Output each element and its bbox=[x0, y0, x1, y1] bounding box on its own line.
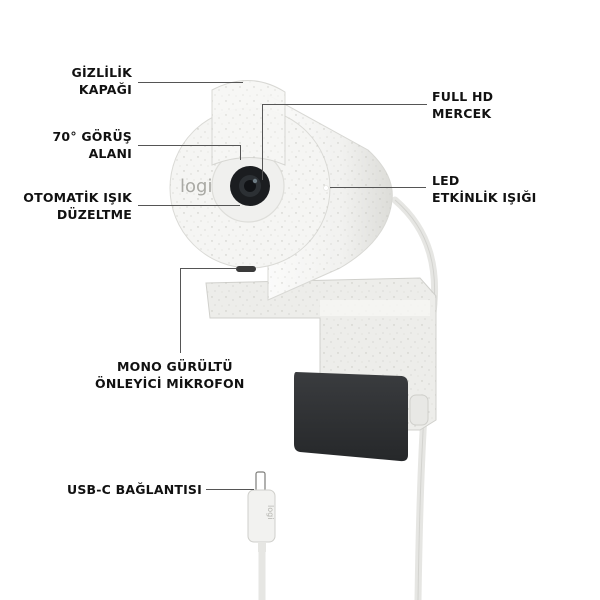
label-line: FULL HD bbox=[432, 89, 494, 104]
label-line: OTOMATİK IŞIK bbox=[23, 190, 132, 205]
leader-fov bbox=[138, 145, 240, 146]
label-fov: 70° GÖRÜŞ ALANI bbox=[53, 128, 132, 162]
leader-led bbox=[330, 187, 426, 188]
leader-privacy bbox=[138, 82, 243, 83]
connector-logo: logi bbox=[266, 505, 275, 519]
leader-lens-v bbox=[262, 104, 263, 180]
mic-slot bbox=[236, 266, 256, 272]
leader-mic-v bbox=[180, 268, 181, 353]
label-line: ALANI bbox=[88, 146, 132, 161]
label-line: ETKİNLİK IŞIĞI bbox=[432, 190, 537, 205]
label-mic: MONO GÜRÜLTÜ ÖNLEYİCİ MİKROFON bbox=[95, 358, 245, 392]
leader-mic bbox=[180, 268, 236, 269]
label-line: DÜZELTME bbox=[56, 207, 132, 222]
led bbox=[323, 185, 329, 191]
label-auto-light: OTOMATİK IŞIK DÜZELTME bbox=[23, 189, 132, 223]
label-lens: FULL HD MERCEK bbox=[432, 88, 493, 122]
usb-c-connector bbox=[247, 471, 276, 600]
leader-usb bbox=[206, 489, 254, 490]
clip-pad bbox=[294, 372, 408, 462]
label-line: KAPAĞI bbox=[78, 82, 132, 97]
label-usb: USB-C BAĞLANTISI bbox=[67, 481, 202, 498]
label-privacy-cover: GİZLİLİK KAPAĞI bbox=[72, 64, 133, 98]
label-line: ÖNLEYİCİ MİKROFON bbox=[95, 376, 245, 391]
label-line: MONO GÜRÜLTÜ bbox=[117, 359, 233, 374]
leader-lens bbox=[262, 104, 427, 105]
leader-autolight bbox=[138, 205, 240, 206]
label-led: LED ETKİNLİK IŞIĞI bbox=[432, 172, 537, 206]
label-line: LED bbox=[432, 173, 460, 188]
label-line: 70° GÖRÜŞ bbox=[52, 129, 132, 144]
leader-fov-v bbox=[240, 145, 241, 160]
camera-body bbox=[169, 80, 393, 301]
label-line: MERCEK bbox=[432, 106, 492, 121]
label-line: GİZLİLİK bbox=[71, 65, 132, 80]
logo-text: logi bbox=[180, 176, 212, 197]
label-line: USB-C BAĞLANTISI bbox=[67, 482, 202, 497]
